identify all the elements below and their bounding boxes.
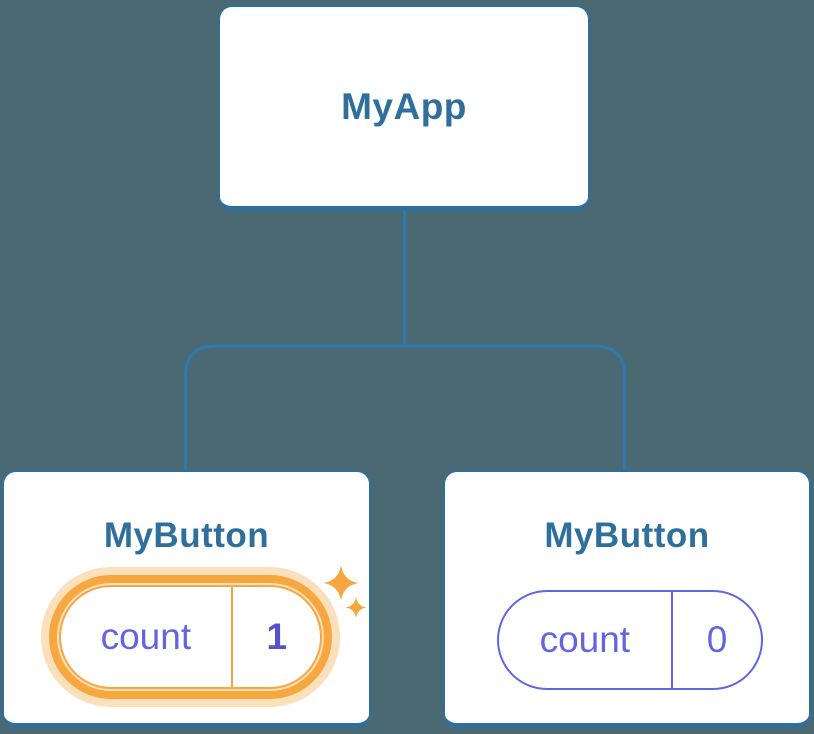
state-value: 0: [706, 619, 728, 660]
pill-divider: [670, 592, 674, 688]
node-mybutton-right-label: MyButton: [544, 516, 710, 555]
node-myapp-label: MyApp: [341, 85, 467, 127]
state-pill-highlighted: count 1: [49, 575, 332, 699]
node-mybutton-left: MyButton count 1: [2, 470, 371, 728]
state-pill: count 0: [497, 590, 763, 690]
sparkles-icon: [323, 565, 367, 618]
state-value: 1: [266, 616, 287, 657]
node-myapp: MyApp: [218, 5, 590, 211]
state-key-label: count: [100, 616, 192, 657]
node-mybutton-right: MyButton count 0: [443, 470, 811, 728]
node-mybutton-left-label: MyButton: [103, 516, 270, 555]
pill-divider: [230, 587, 234, 687]
state-key-label: count: [539, 619, 631, 660]
